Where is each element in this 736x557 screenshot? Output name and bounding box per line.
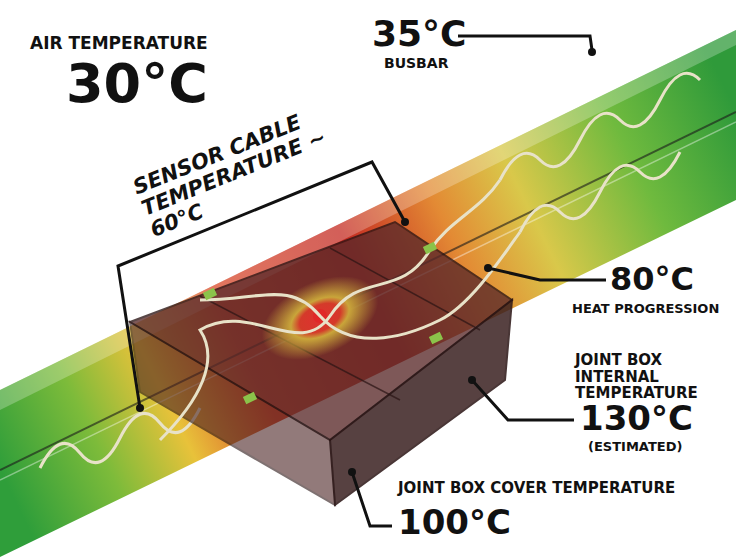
sensor-cable-caption: SENSOR CABLE TEMPERATURE ~ 60°C (130, 103, 341, 242)
leader-dot (136, 404, 144, 412)
leader-line (458, 36, 592, 50)
cable-clip (429, 332, 443, 344)
cable-clip (203, 288, 217, 300)
cover-temp-value: 100°C (398, 504, 511, 541)
heat-temp-value: 80°C (610, 262, 694, 297)
sensor-cable (200, 232, 520, 338)
estimated-note: (ESTIMATED) (588, 440, 682, 454)
busbar-temp-value: 35°C (372, 14, 467, 54)
leader-dot (484, 264, 492, 272)
heat-caption: HEAT PROGRESSION (572, 302, 719, 316)
internal-temp-value: 130°C (580, 400, 693, 437)
air-temp-value: 30°C (66, 54, 208, 113)
leader-line (352, 472, 392, 526)
cable-clip (423, 242, 437, 254)
busbar (0, 30, 736, 557)
leader-line (472, 380, 574, 420)
cover-temp-caption: JOINT BOX COVER TEMPERATURE (398, 480, 675, 497)
internal-temp-caption: JOINT BOX INTERNAL TEMPERATURE (575, 352, 725, 402)
leader-dot (401, 218, 409, 226)
busbar-caption: BUSBAR (384, 56, 448, 71)
sensor-cable (40, 408, 200, 468)
leader-dot (588, 48, 596, 56)
air-temp-caption: AIR TEMPERATURE (30, 34, 208, 53)
leader-dot (348, 468, 356, 476)
cable-clip (243, 392, 257, 404)
sensor-cable (520, 152, 680, 232)
leader-dot (468, 376, 476, 384)
leader-line (488, 268, 606, 280)
sensor-cable (500, 73, 700, 180)
